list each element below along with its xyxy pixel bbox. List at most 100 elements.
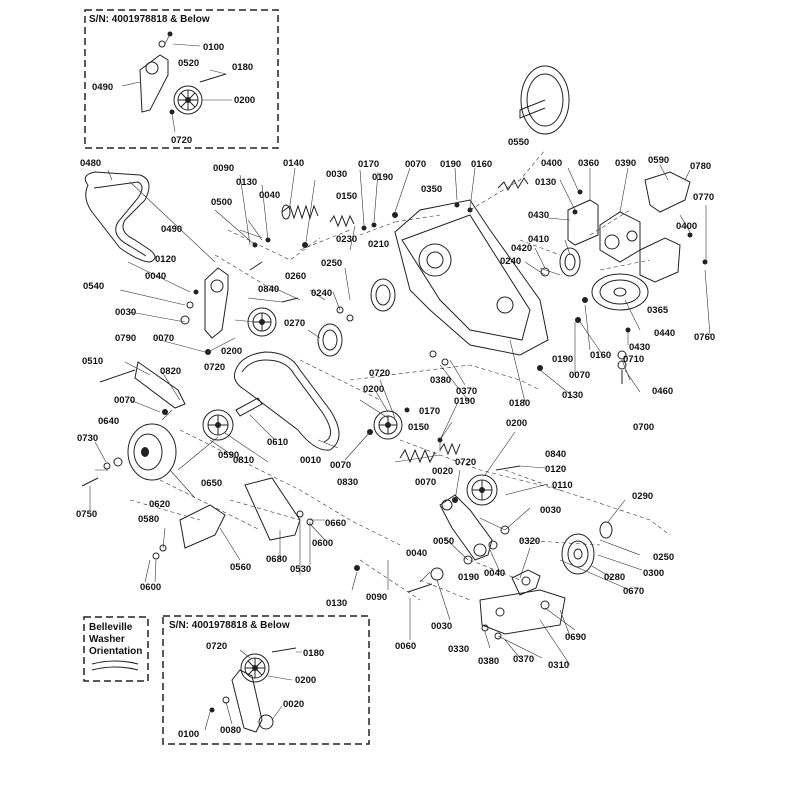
callout: 0040: [145, 271, 166, 282]
callout: 0200: [506, 418, 527, 429]
plate-0690: [479, 589, 566, 635]
arm-0490: [204, 267, 229, 339]
callout: 0840: [258, 284, 279, 295]
callout: 0210: [368, 239, 389, 250]
callout: 0190: [458, 572, 479, 583]
pulley-0440: [591, 273, 649, 311]
pulley-0260: [317, 323, 343, 357]
callout: 0070: [569, 370, 590, 381]
callout: 0120: [545, 464, 566, 475]
callout: 0500: [211, 197, 232, 208]
callout: 0200: [295, 675, 316, 686]
callout: 0600: [312, 538, 333, 549]
bolt-0750: [81, 477, 99, 487]
callout: 0270: [284, 318, 305, 329]
callout: 0280: [604, 572, 625, 583]
callout: 0370: [456, 386, 477, 397]
legend-line3: Orientation: [89, 646, 142, 657]
callout: 0720: [171, 135, 192, 146]
bearing-0320: [511, 569, 541, 596]
callout: 0700: [633, 422, 654, 433]
callout-labels: 0100 0520 0180 0490 0200 0720 0480 0090 …: [76, 42, 715, 740]
bracket-0780: [644, 171, 691, 213]
callout: 0090: [213, 163, 234, 174]
callout: 0070: [330, 460, 351, 471]
callout: 0380: [430, 375, 451, 386]
shaft-0610: [235, 397, 263, 417]
washer-0030: [430, 567, 444, 581]
callout: 0540: [83, 281, 104, 292]
callout: 0400: [676, 221, 697, 232]
callout: 0710: [623, 354, 644, 365]
callout: 0020: [432, 466, 453, 477]
callout: 0030: [431, 621, 452, 632]
callout: 0460: [652, 386, 673, 397]
callout: 0020: [283, 699, 304, 710]
callout: 0790: [115, 333, 136, 344]
callout: 0400: [541, 158, 562, 169]
spring-upper: [281, 204, 319, 220]
arm-part-bottom: [231, 669, 263, 733]
callout: 0190: [372, 172, 393, 183]
callout: 0530: [290, 564, 311, 575]
belleville-washer-icon: [91, 660, 139, 665]
callout: 0050: [433, 536, 454, 547]
spring-small: [329, 214, 355, 228]
callout: 0120: [155, 254, 176, 265]
callout: 0720: [369, 368, 390, 379]
callout: 0670: [623, 586, 644, 597]
arm-part: [139, 54, 169, 113]
callout: 0070: [405, 159, 426, 170]
callout: 0130: [562, 390, 583, 401]
callout: 0560: [230, 562, 251, 573]
frame-chassis: [394, 199, 549, 356]
callout: 0370: [513, 654, 534, 665]
callout: 0580: [138, 514, 159, 525]
bolt-0840: [495, 465, 521, 471]
callout: 0650: [201, 478, 222, 489]
arm-hole: [145, 61, 159, 75]
callout: 0350: [421, 184, 442, 195]
callout: 0410: [528, 234, 549, 245]
link-0790: [134, 361, 186, 409]
pulley-0810: [202, 409, 234, 441]
idler-0200-mid: [373, 410, 403, 440]
callout: 0180: [232, 62, 253, 73]
callout: 0730: [77, 433, 98, 444]
callout: 0190: [552, 354, 573, 365]
callout: 0620: [149, 499, 170, 510]
callout: 0490: [92, 82, 113, 93]
callout: 0770: [693, 192, 714, 203]
callout: 0750: [76, 509, 97, 520]
pulley-0410: [559, 247, 581, 277]
callout: 0720: [206, 641, 227, 652]
pulley-0280: [561, 533, 595, 575]
callout: 0130: [236, 177, 257, 188]
gearbox: [599, 211, 641, 263]
legend-box: Belleville Washer Orientation: [83, 616, 149, 682]
callout: 0170: [419, 406, 440, 417]
callout: 0070: [153, 333, 174, 344]
callout: 0600: [140, 582, 161, 593]
callout: 0490: [161, 224, 182, 235]
callout: 0230: [336, 234, 357, 245]
pulley-0210: [370, 278, 396, 312]
idler-0200-lower: [466, 474, 498, 506]
bolt-0510: [99, 369, 136, 383]
bracket-0365: [639, 237, 681, 283]
callout: 0440: [654, 328, 675, 339]
callout: 0390: [615, 158, 636, 169]
callout: 0130: [326, 598, 347, 609]
callout: 0040: [406, 548, 427, 559]
washer-0640: [113, 457, 123, 467]
bolt-0060: [407, 583, 433, 593]
callout: 0590: [648, 155, 669, 166]
callout: 0320: [519, 536, 540, 547]
callout: 0840: [545, 449, 566, 460]
bolt-0840-upper: [281, 297, 299, 303]
callout: 0720: [204, 362, 225, 373]
inset-top: S/N: 4001978818 & Below: [84, 9, 279, 149]
disc-plate: [520, 65, 570, 135]
callout: 0200: [363, 384, 384, 395]
callout: 0070: [114, 395, 135, 406]
